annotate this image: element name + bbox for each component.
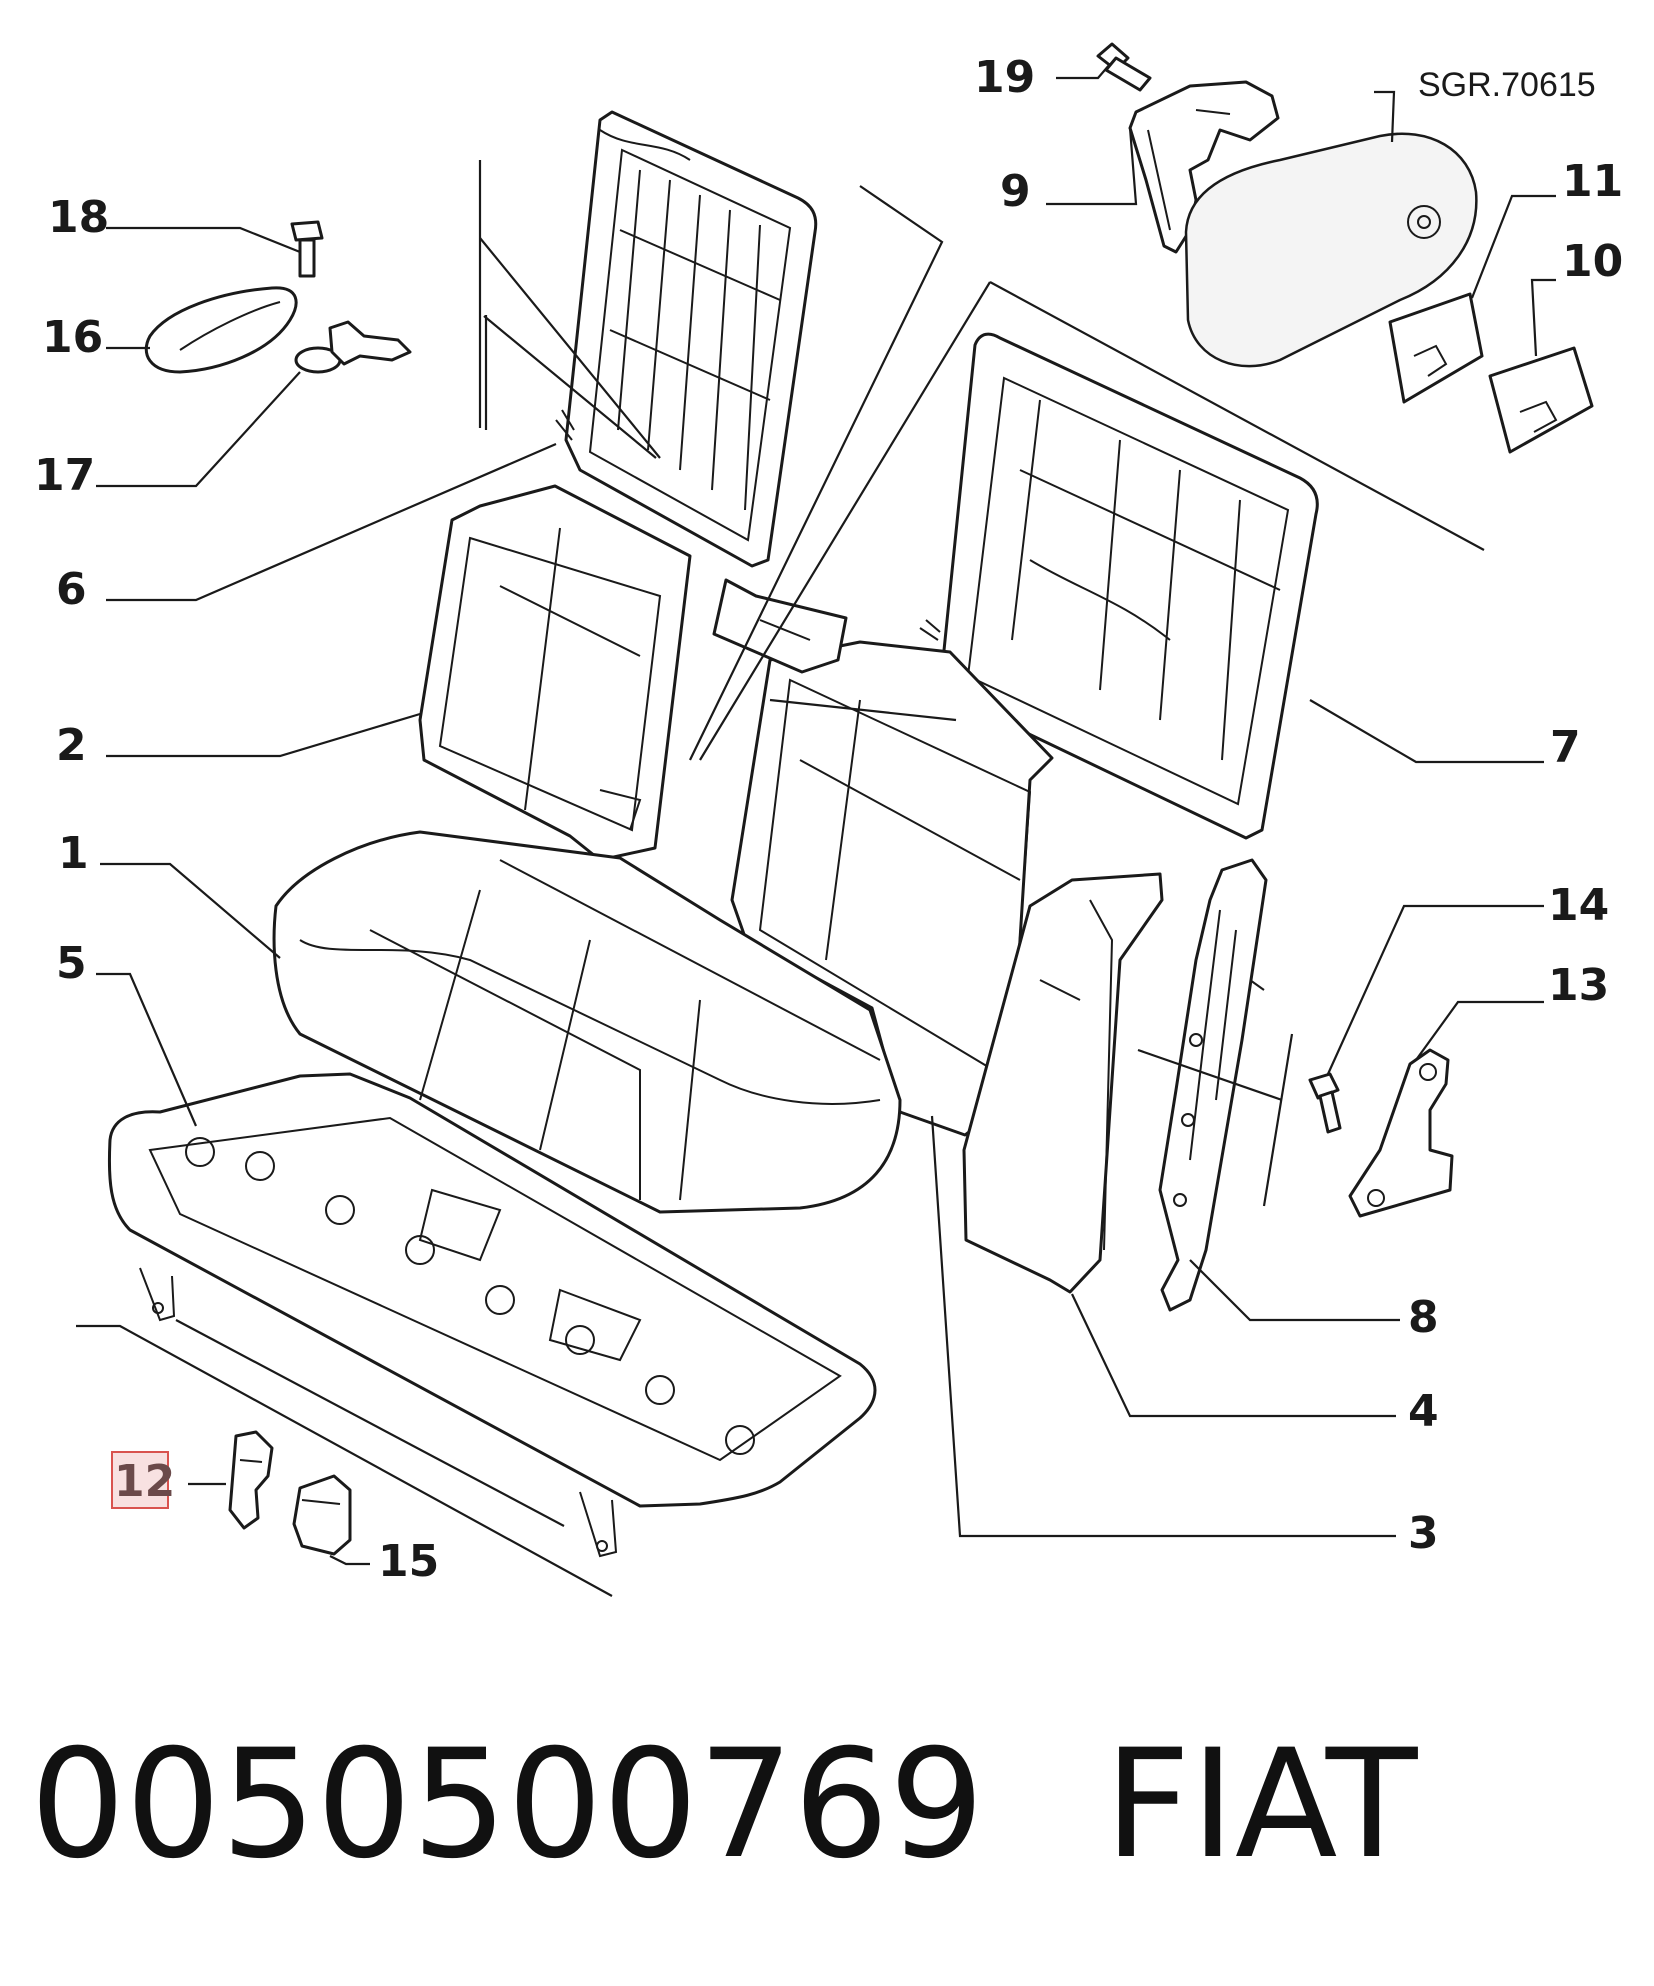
callout-14: 14: [1548, 880, 1609, 931]
part-17-washer-latch: [294, 320, 412, 374]
callout-9: 9: [1000, 166, 1031, 217]
headrest-reference-code: SGR.70615: [1418, 66, 1596, 104]
callout-13: 13: [1548, 960, 1609, 1011]
part-12-clip: [228, 1430, 274, 1530]
callout-8: 8: [1408, 1292, 1439, 1343]
part-2-left-backrest-cushion: [418, 484, 692, 862]
callout-12-highlight-box: [111, 1451, 169, 1509]
callout-11: 11: [1562, 156, 1623, 207]
callout-10: 10: [1562, 236, 1623, 287]
part-1-seat-cushion: [272, 830, 902, 1214]
callout-12-highlighted[interactable]: 12: [111, 1451, 175, 1509]
callout-18: 18: [48, 192, 109, 243]
part-3-right-backrest-cushion: [730, 640, 1054, 1137]
part-9-hinge-cover: [1128, 80, 1280, 254]
callout-3: 3: [1408, 1508, 1439, 1559]
callout-1: 1: [58, 828, 89, 879]
callout-17: 17: [34, 450, 95, 501]
part-13-hinge-plate: [1348, 1048, 1454, 1218]
part-15-bracket: [292, 1474, 352, 1556]
part-11-headrest-bushing: [1388, 292, 1484, 404]
brand-name: FIAT: [1104, 1718, 1418, 1892]
callout-4: 4: [1408, 1386, 1439, 1437]
part-5-seat-pan: [107, 1072, 877, 1558]
callout-15: 15: [378, 1536, 439, 1587]
part-8-hinge-bracket: [1158, 858, 1268, 1312]
callout-5: 5: [56, 938, 87, 989]
callout-7: 7: [1550, 722, 1581, 773]
alignment-lines: [76, 160, 1485, 1597]
callout-2: 2: [56, 720, 87, 771]
part-14-bolt: [1308, 1072, 1342, 1134]
part-4-side-bolster: [962, 872, 1164, 1294]
headrest-sgr-70615: [1184, 132, 1478, 368]
part-10-headrest-bushing: [1488, 346, 1594, 454]
part-16-release-handle: [144, 286, 298, 374]
callout-6: 6: [56, 564, 87, 615]
callout-19: 19: [974, 52, 1035, 103]
callout-16: 16: [42, 312, 103, 363]
callout-12: 12: [114, 1456, 175, 1507]
part-18-bolt: [290, 220, 324, 278]
callout-leaders: [96, 63, 1556, 1566]
part-7-right-backrest-frame: [919, 332, 1319, 840]
part-6-left-backrest-frame: [555, 110, 818, 568]
part-number-footer: 0050500769 FIAT: [30, 1720, 1417, 1890]
part-19-screw: [1096, 42, 1152, 92]
part-number: 0050500769: [30, 1718, 985, 1892]
centre-bracket: [712, 578, 848, 674]
